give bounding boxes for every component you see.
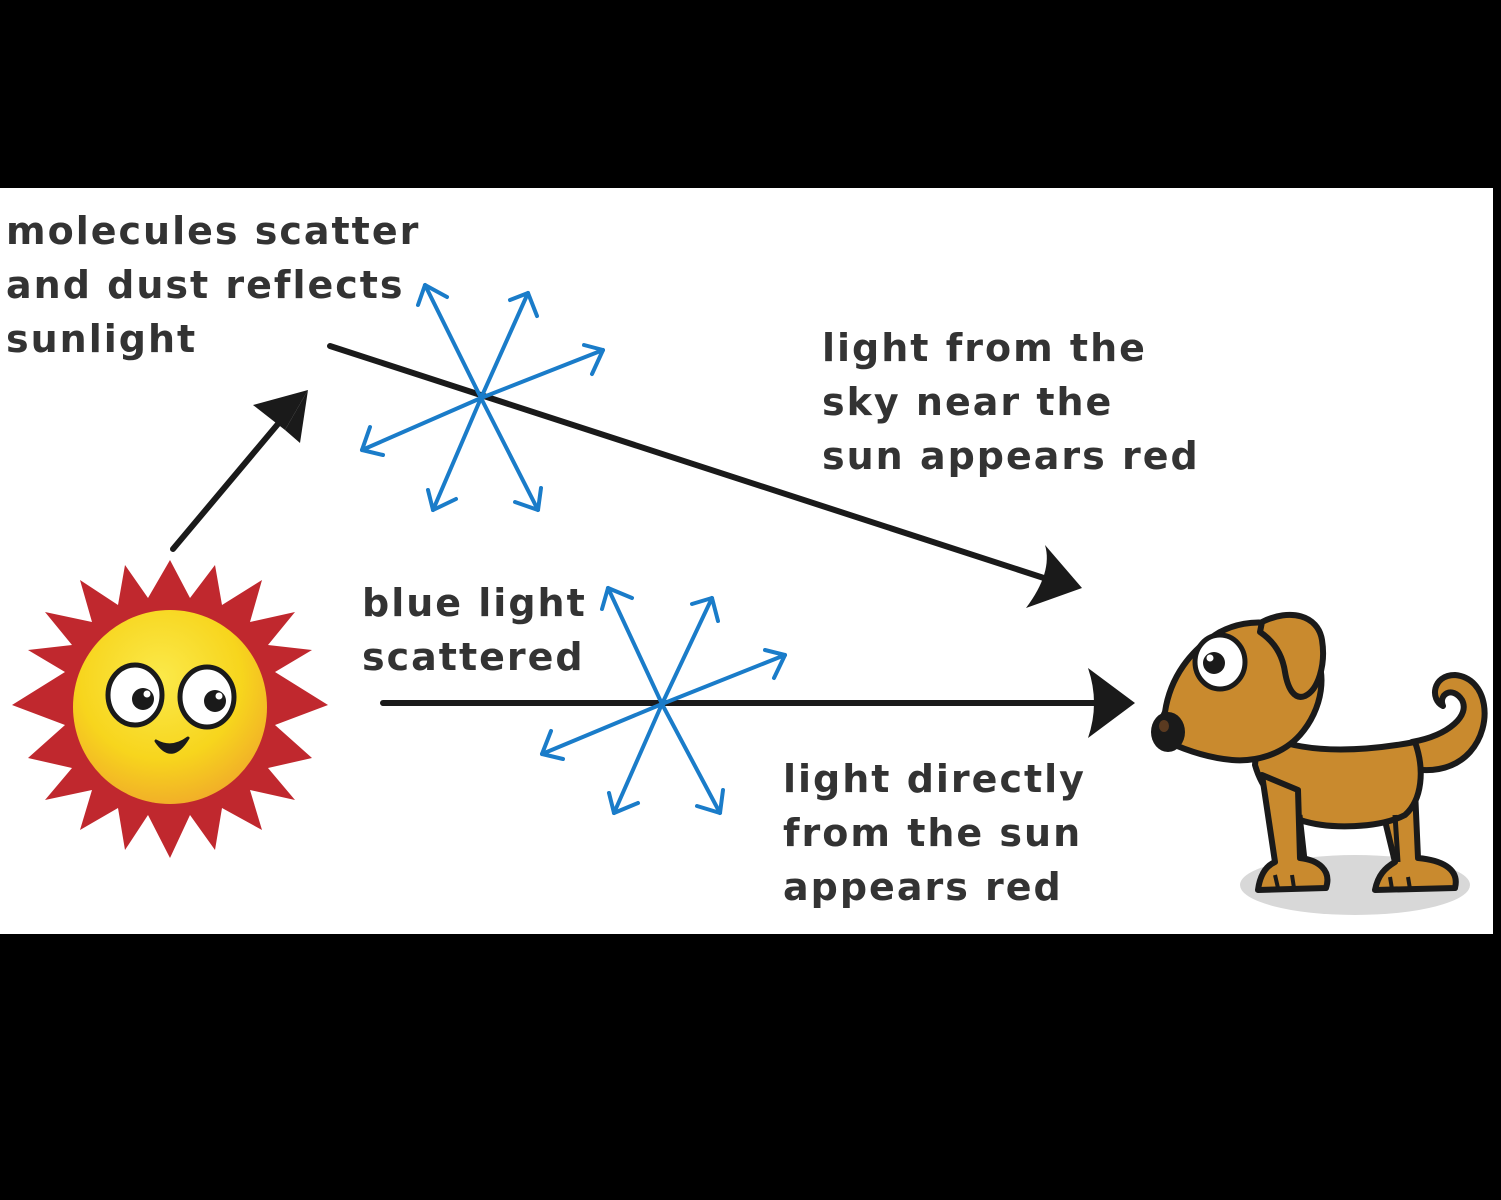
dog-nose: [1151, 712, 1185, 752]
arrow-direct-light: [380, 668, 1135, 738]
dog-tail: [1407, 672, 1488, 774]
scatter-star-lower: [540, 586, 787, 815]
label-direct-light: light directly from the sun appears red: [783, 752, 1086, 914]
label-molecules-line1: molecules scatter: [6, 209, 421, 253]
label-blue-line2: scattered: [362, 635, 585, 679]
label-molecules-line2: and dust reflects: [6, 263, 405, 307]
label-direct-line3: appears red: [783, 865, 1063, 909]
dog-icon: [1151, 611, 1488, 915]
label-direct-line1: light directly: [783, 757, 1086, 801]
arrow-sky-light: [327, 343, 1082, 608]
label-direct-line2: from the sun: [783, 811, 1083, 855]
label-blue-light: blue light scattered: [362, 576, 587, 684]
sun-mouth: [154, 736, 190, 754]
label-sky-light: light from the sky near the sun appears …: [822, 321, 1200, 483]
dog-ear: [1257, 611, 1326, 700]
label-molecules-line3: sunlight: [6, 317, 198, 361]
label-sky-line2: sky near the: [822, 380, 1114, 424]
label-sky-line1: light from the: [822, 326, 1147, 370]
label-molecules-scatter: molecules scatter and dust reflects sunl…: [6, 204, 420, 366]
label-blue-line1: blue light: [362, 581, 587, 625]
label-sky-line3: sun appears red: [822, 434, 1200, 478]
scatter-star-upper: [360, 283, 605, 512]
arrow-sun-to-molecules: [170, 390, 308, 552]
sun-icon: [12, 560, 328, 858]
sun-eyes: [105, 662, 237, 730]
